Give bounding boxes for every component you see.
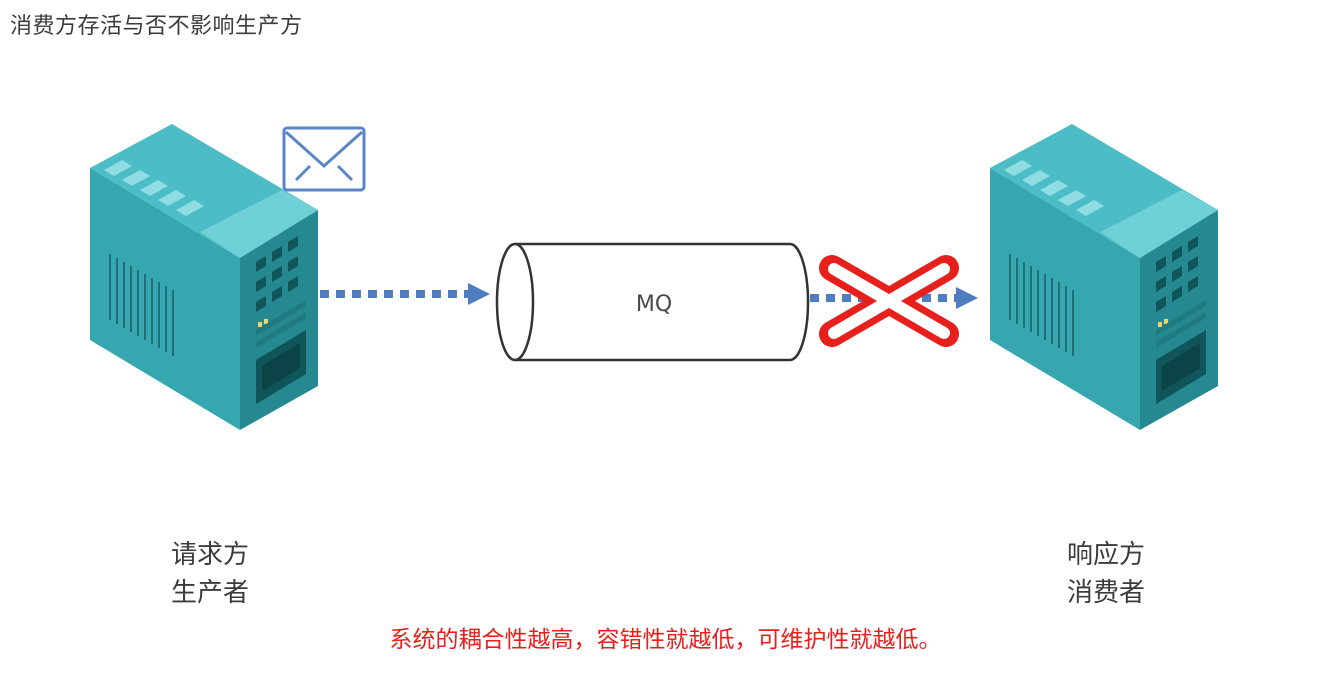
consumer-role: 响应方 — [1066, 540, 1145, 570]
queue-label: MQ — [636, 292, 672, 317]
page-title: 消费方存活与否不影响生产方 — [10, 14, 303, 39]
coupling-note: 系统的耦合性越高，容错性就越低，可维护性就越低。 — [389, 627, 942, 653]
producer-to-queue-arrow-icon — [320, 283, 490, 305]
consumer-server-icon — [989, 123, 1219, 431]
consumer-type: 消费者 — [1066, 578, 1145, 608]
envelope-icon — [282, 126, 366, 192]
consumer-label: 响应方 消费者 — [1056, 536, 1156, 612]
message-queue-cylinder: MQ — [495, 242, 810, 362]
cross-icon — [819, 255, 959, 347]
producer-label: 请求方 生产者 — [160, 536, 260, 612]
producer-type: 生产者 — [170, 578, 249, 608]
producer-role: 请求方 — [170, 540, 249, 570]
